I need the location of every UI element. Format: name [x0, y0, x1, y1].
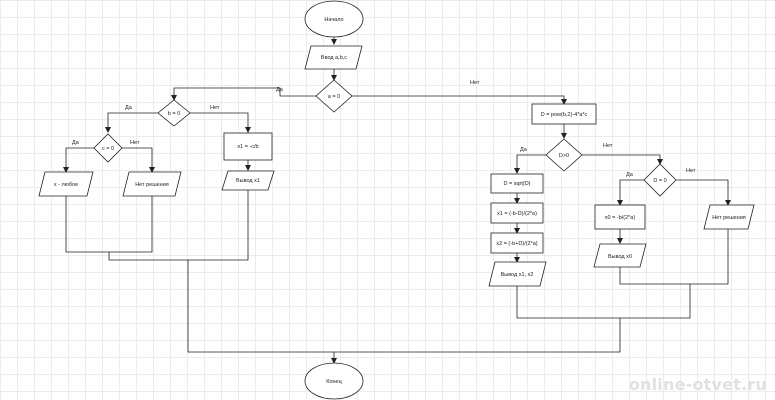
node-output-x: Вывод x1	[221, 170, 275, 191]
node-cond-a-text: a = 0	[328, 94, 340, 100]
node-x2-calc-text: x2 = (-b+D)/(2*a)	[496, 241, 537, 247]
node-d-sqrt-text: D = sqrt(D)	[503, 181, 530, 187]
node-output-x1-x2: Вывод x1, x2	[488, 261, 547, 287]
node-output-x0-text: Вывод x0	[608, 254, 632, 260]
node-cond-c-text: c = 0	[102, 146, 114, 152]
edge-right-to-end	[334, 318, 621, 353]
edge-merge-c	[65, 196, 153, 253]
node-start: Начало	[304, 0, 364, 38]
edge-cond-a-yes	[171, 87, 316, 101]
label-d-pos-no: Нет	[603, 143, 613, 149]
node-output-x1-x2-text: Вывод x1, x2	[501, 272, 534, 278]
node-cond-b: b = 0	[157, 99, 191, 127]
edge-merge-d-zero	[619, 229, 729, 285]
node-x1-calc: x1 = (-b-D)/(2*a)	[490, 202, 544, 224]
node-x-assign: x1 = -c/b	[223, 132, 273, 161]
node-any-x: x - любое	[38, 171, 94, 197]
node-output-x-text: Вывод x1	[236, 178, 260, 184]
node-end: Конец	[304, 362, 364, 400]
node-cond-a: a = 0	[315, 79, 353, 113]
edge-merge-b	[108, 190, 249, 261]
label-a-no: Нет	[470, 80, 480, 86]
node-no-solution-right: Нет решения	[703, 204, 755, 230]
label-d-pos-yes: Да	[520, 147, 528, 153]
edge-d-pos-yes	[514, 154, 546, 174]
node-x2-calc: x2 = (-b+D)/(2*a)	[490, 232, 544, 254]
node-x1-calc-text: x1 = (-b-D)/(2*a)	[497, 211, 537, 217]
node-start-text: Начало	[324, 17, 343, 23]
node-cond-c: c = 0	[93, 133, 123, 163]
node-x0-calc: x0 = -b/(2*a)	[594, 204, 646, 230]
label-d-zero-no: Нет	[686, 168, 696, 174]
label-c-yes: Да	[72, 140, 80, 146]
node-x-assign-text: x1 = -c/b	[237, 144, 258, 150]
node-cond-b-text: b = 0	[168, 111, 180, 117]
edges	[63, 37, 731, 364]
node-cond-d-pos: D>0	[545, 138, 583, 172]
node-no-solution-right-text: Нет решения	[712, 215, 746, 221]
node-output-x0: Вывод x0	[593, 243, 647, 268]
label-b-no: Нет	[210, 105, 220, 111]
node-input-text: Ввод a,b,c	[321, 55, 347, 61]
edge-cond-c-yes	[63, 147, 94, 173]
node-input: Ввод a,b,c	[304, 45, 363, 70]
edge-cond-a-no	[352, 95, 567, 105]
label-c-no: Нет	[130, 140, 140, 146]
label-b-yes: Да	[125, 105, 133, 111]
node-d-sqrt: D = sqrt(D)	[490, 173, 544, 194]
node-cond-d-zero: D = 0	[643, 163, 677, 197]
node-cond-d-pos-text: D>0	[559, 153, 569, 159]
edge-cond-b-no	[190, 112, 251, 133]
label-d-zero-yes: Да	[626, 172, 634, 178]
node-no-solution-left: Нет решения	[122, 171, 182, 197]
branch-labels: Да Нет Да Нет Да Нет Да Нет Да Нет	[72, 80, 696, 178]
node-no-solution-left-text: Нет решения	[135, 182, 169, 188]
edge-cond-c-no	[122, 147, 155, 173]
node-d-calc: D = pow(b,2)-4*a*c	[531, 103, 597, 125]
node-any-x-text: x - любое	[54, 182, 78, 188]
label-a-yes: Да	[276, 87, 284, 93]
edge-d-pos-no	[582, 154, 663, 165]
edge-cond-b-yes	[105, 112, 158, 133]
node-cond-d-zero-text: D = 0	[653, 178, 666, 184]
edge-d-zero-no	[676, 179, 731, 206]
edge-d-zero-yes	[617, 179, 644, 206]
watermark: online-otvet.ru	[628, 375, 767, 394]
edge-merge-d-pos	[516, 284, 691, 319]
node-end-text: Конец	[326, 379, 342, 385]
edge-left-to-end	[187, 260, 334, 353]
node-x0-calc-text: x0 = -b/(2*a)	[605, 215, 636, 221]
node-d-calc-text: D = pow(b,2)-4*a*c	[541, 112, 588, 118]
